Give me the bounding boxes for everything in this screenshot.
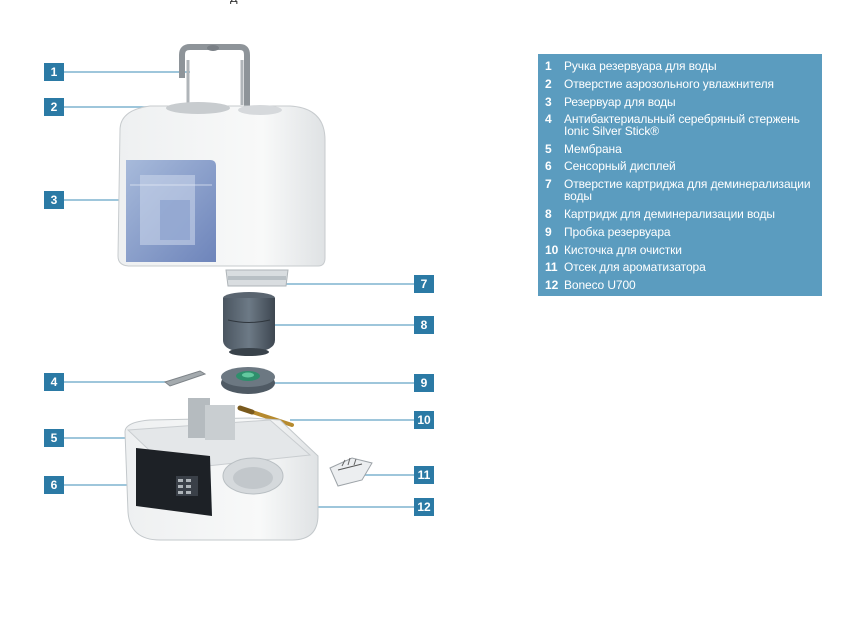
cleaning-brush	[237, 405, 294, 427]
callout-11: 11	[414, 466, 434, 484]
callout-6: 6	[44, 476, 64, 494]
callout-7: 7	[414, 275, 434, 293]
callout-4: 4	[44, 373, 64, 391]
callout-2: 2	[44, 98, 64, 116]
water-tank-assembly	[117, 44, 326, 287]
callout-5: 5	[44, 429, 64, 447]
callout-3: 3	[44, 191, 64, 209]
callout-1: 1	[44, 63, 64, 81]
tank-cap	[221, 367, 275, 394]
callout-8: 8	[414, 316, 434, 334]
callout-10: 10	[414, 411, 434, 429]
callout-12: 12	[414, 498, 434, 516]
demineralization-cartridge	[223, 292, 275, 356]
base-unit	[124, 398, 319, 541]
callout-9: 9	[414, 374, 434, 392]
silver-stick	[163, 370, 207, 387]
header-fragment: д	[230, 0, 270, 4]
aroma-compartment	[329, 457, 373, 487]
